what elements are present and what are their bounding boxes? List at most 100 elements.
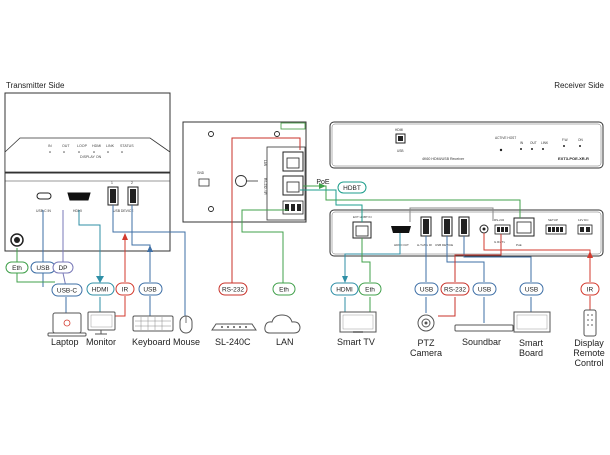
smart-tv-label: Smart TV [337, 337, 375, 347]
svg-text:HDMI: HDMI [336, 287, 353, 294]
mouse-icon [179, 315, 193, 334]
ptz-label: PTZ [418, 338, 436, 348]
laptop-label: Laptop [51, 337, 79, 347]
rx-front-on: ON [578, 138, 583, 142]
control-label: Control [574, 358, 603, 368]
tx-usbc-label: USB-C IN [36, 209, 51, 213]
ptz-camera-icon [417, 314, 435, 332]
receiver-side-title: Receiver Side [554, 81, 604, 90]
wallplate-gnd-label: GND [197, 171, 205, 175]
transmitter-unit: IN OUT LOOP HDMI LINK STATUS DISPLAY ON … [4, 92, 171, 252]
smart-tv-icon [339, 311, 377, 333]
svg-text:DP: DP [58, 265, 67, 272]
display-label: Display [574, 338, 604, 348]
receiver-front-panel: HDMI USB ACTIVE HOST IN OUT LINK F.W. ON… [329, 121, 604, 169]
monitor-label: Monitor [86, 337, 116, 347]
laptop-icon [47, 312, 87, 337]
rx-usb-device-label: USB DEVICE [435, 243, 453, 247]
usb-pill-smart-board: USB [519, 282, 544, 296]
rx-hdmi-out-label: HDMI OUT [394, 243, 409, 247]
rx-12v-label: 12V DC [578, 218, 589, 222]
soundbar-icon [454, 324, 514, 332]
rx-front-usb-label: USB [397, 149, 404, 153]
svg-text:USB-C: USB-C [57, 288, 78, 295]
svg-text:IR: IR [587, 287, 594, 294]
rx-front-model-text: 4K60 HDMI/USB Receiver [422, 157, 465, 161]
svg-text:USB: USB [420, 287, 433, 294]
wallplate-rs232-label: RS-232 / IR [263, 178, 267, 195]
arrowheads [96, 183, 593, 283]
tx-led-in: IN [48, 144, 52, 148]
tx-led-out: OUT [62, 144, 70, 148]
dp-pill: DP [52, 261, 74, 274]
wallplate-lan-label: LAN [263, 160, 267, 167]
rs232-pill-wallplate: RS-232 [218, 282, 248, 296]
wall-plate: GND LAN RS-232 / IR [182, 121, 307, 223]
tx-led-loop: LOOP [77, 144, 88, 148]
tx-usb-device-label: USB DEVICE [113, 209, 134, 213]
cloud-icon [264, 314, 301, 334]
usb-pill-soundbar: USB [472, 282, 497, 296]
svg-text:Eth: Eth [279, 287, 289, 294]
ir-pill-rx: IR [580, 282, 600, 296]
rx-front-fw: F.W. [562, 138, 568, 142]
camera-label: Camera [410, 348, 442, 358]
tx-led-hdmi: HDMI [92, 144, 101, 148]
hdmi-pill-tx: HDMI [86, 282, 115, 296]
tx-hdmi-label: HDMI [73, 209, 82, 213]
usbc-pill: USB-C [51, 283, 83, 297]
cables [16, 137, 591, 323]
board-label: Board [519, 348, 543, 358]
svg-text:HDBT: HDBT [343, 185, 361, 192]
tx-led-link: LINK [106, 144, 115, 148]
receiver-rear-panel: EXT HDBT IN HDMI OUT USB DEVICE H-Tx/Rx … [329, 209, 604, 257]
remote-label: Remote [573, 348, 605, 358]
eth-pill-wallplate: Eth [272, 282, 296, 296]
svg-text:Eth: Eth [365, 287, 375, 294]
svg-text:RS-232: RS-232 [222, 287, 244, 294]
sl240c-label: SL-240C [215, 337, 251, 347]
smart-label: Smart [519, 338, 544, 348]
rx-rs232-pins: G Rx Tx [494, 240, 505, 244]
eth-pill-tx: Eth [5, 261, 29, 274]
rx-front-out: OUT [530, 141, 537, 145]
rx-front-active-host: ACTIVE HOST [495, 136, 516, 140]
connector-labels: PoE HDBT Eth USB DP USB-C HDMI IR [5, 179, 600, 297]
rs232-pill-rx: RS-232 [440, 282, 470, 296]
tx-led-status: STATUS [120, 144, 134, 148]
poe-pill: PoE [316, 179, 330, 186]
lan-label: LAN [276, 337, 294, 347]
hdmi-pill-rx: HDMI [330, 282, 359, 296]
svg-text:HDMI: HDMI [92, 287, 109, 294]
svg-text:USB: USB [143, 287, 156, 294]
ir-pill-tx: IR [115, 282, 135, 296]
svg-text:IR: IR [122, 287, 129, 294]
tx-usb-num-2: 2 [131, 181, 133, 185]
eth-pill-rx: Eth [358, 282, 382, 296]
rx-front-hdmi-label: HDMI [395, 128, 403, 132]
rx-model-name: EXT3-POE-XR-R [558, 156, 589, 161]
keyboard-label: Keyboard [132, 337, 171, 347]
remote-control-icon [583, 309, 597, 337]
svg-text:PoE: PoE [316, 179, 330, 186]
rx-front-in: IN [520, 141, 524, 145]
mouse-label: Mouse [173, 337, 200, 347]
smart-board-icon [513, 311, 551, 333]
rx-front-link: LINK [541, 141, 549, 145]
monitor-icon [87, 311, 116, 335]
hdbt-pill: HDBT [337, 181, 367, 194]
svg-text:RS-232: RS-232 [444, 287, 466, 294]
keyboard-icon [132, 315, 174, 332]
rx-rs232-label: RS-232 [494, 218, 505, 222]
usb-pill-keyboard: USB [138, 282, 163, 296]
soundbar-label: Soundbar [462, 337, 501, 347]
transmitter-side-title: Transmitter Side [6, 81, 65, 90]
usb-pill-tx: USB [30, 261, 56, 274]
svg-text:USB: USB [36, 265, 49, 272]
svg-text:USB: USB [478, 287, 491, 294]
tx-display-on-label: DISPLAY ON [80, 155, 102, 159]
usb-pill-ptz: USB [414, 282, 439, 296]
svg-text:USB: USB [525, 287, 538, 294]
